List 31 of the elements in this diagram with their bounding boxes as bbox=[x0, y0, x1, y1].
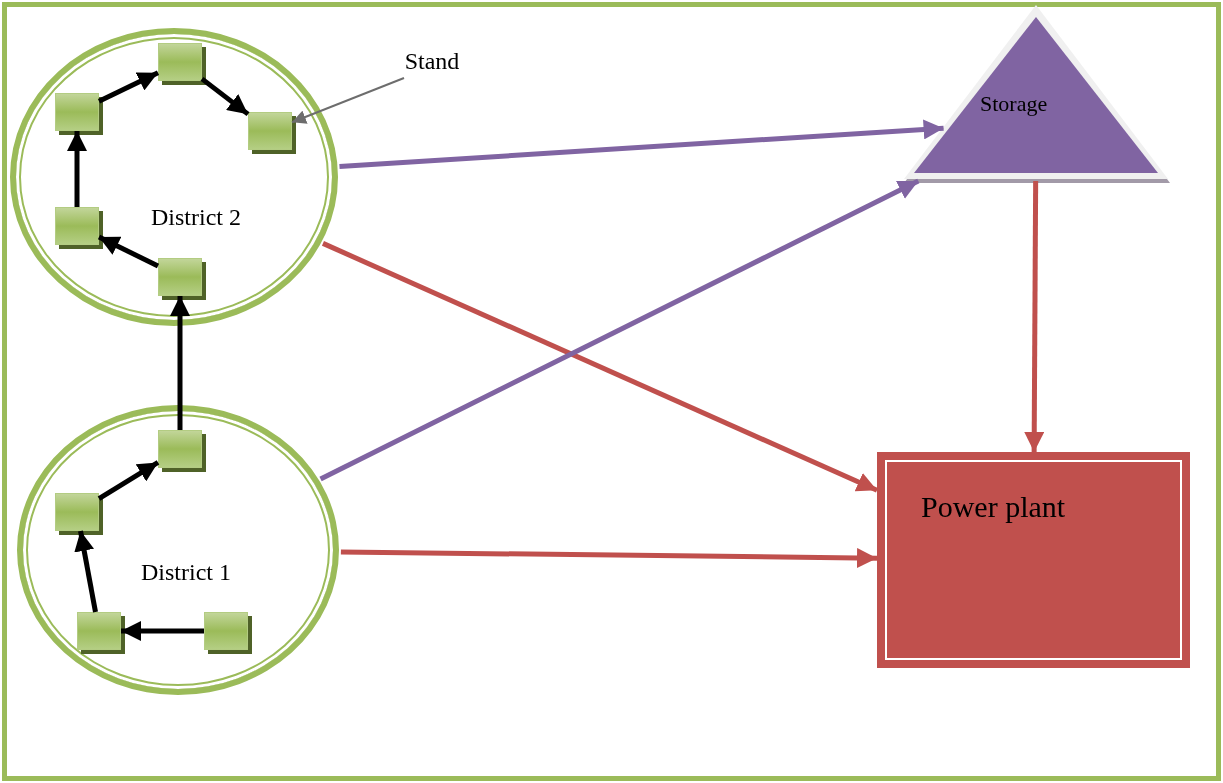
arrow bbox=[1024, 181, 1045, 452]
arrow bbox=[97, 460, 160, 501]
power-plant-box bbox=[877, 452, 1190, 668]
arrow bbox=[321, 241, 878, 493]
stand-box bbox=[248, 112, 296, 154]
arrow bbox=[339, 119, 944, 169]
arrow bbox=[319, 178, 920, 482]
stand-box bbox=[55, 93, 103, 135]
node-label: District 2 bbox=[151, 204, 241, 231]
district-circle bbox=[17, 405, 339, 695]
node-label: District 1 bbox=[141, 559, 231, 586]
stand-box bbox=[55, 493, 103, 535]
arrow bbox=[97, 70, 160, 104]
stand-box bbox=[55, 207, 103, 249]
arrow bbox=[170, 296, 190, 430]
arrow bbox=[200, 76, 250, 117]
arrow bbox=[74, 530, 98, 613]
stand-box bbox=[158, 43, 206, 85]
stand-box bbox=[158, 258, 206, 300]
arrow bbox=[340, 547, 878, 568]
stand-box bbox=[158, 430, 206, 472]
stand-box bbox=[204, 612, 252, 654]
arrow bbox=[67, 131, 87, 207]
leader-line bbox=[291, 77, 405, 124]
arrow bbox=[97, 234, 160, 269]
node-label: Power plant bbox=[921, 490, 1066, 524]
stand-box bbox=[77, 612, 125, 654]
node-label: Storage bbox=[980, 91, 1048, 117]
callout-label: Stand bbox=[392, 44, 472, 78]
arrow bbox=[121, 621, 204, 641]
district-circle bbox=[10, 28, 338, 326]
